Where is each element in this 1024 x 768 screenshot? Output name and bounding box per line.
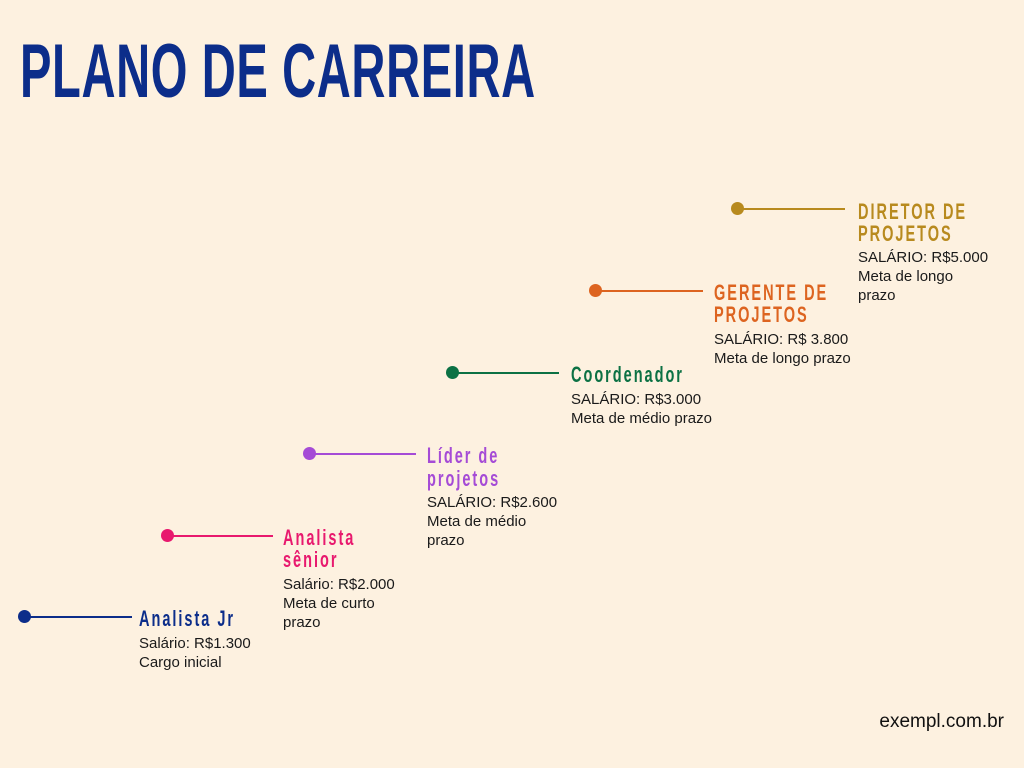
role-salary: Salário: R$1.300: [139, 635, 251, 652]
role-title: Analista Jr: [139, 606, 236, 631]
role-description: Meta de curto: [283, 595, 375, 612]
role-description: Meta de médio prazo: [571, 410, 712, 427]
role-title: GERENTE DE: [714, 280, 829, 305]
role-title: Coordenador: [571, 362, 684, 387]
role-title-line2: sênior: [283, 547, 339, 572]
step-connector-line: [737, 208, 845, 210]
role-description: Cargo inicial: [139, 654, 222, 671]
role-salary: SALÁRIO: R$2.600: [427, 494, 558, 511]
role-description: Meta de médio: [427, 513, 527, 530]
role-description-line2: prazo: [283, 614, 321, 631]
role-title-line2: PROJETOS: [714, 302, 809, 327]
page-title: PLANO DE CARREIRA: [20, 29, 536, 114]
step-connector-line: [595, 290, 703, 292]
step-connector-line: [309, 453, 416, 455]
role-salary: SALÁRIO: R$ 3.800: [714, 331, 849, 348]
role-title-line2: projetos: [427, 466, 501, 491]
step-connector-line: [452, 372, 559, 374]
step-connector-line: [167, 535, 273, 537]
role-salary: SALÁRIO: R$3.000: [571, 391, 702, 408]
role-title: DIRETOR DE: [858, 199, 968, 224]
role-salary: SALÁRIO: R$5.000: [858, 249, 989, 266]
role-description: Meta de longo prazo: [714, 350, 851, 367]
role-description-line2: prazo: [427, 532, 465, 549]
role-description-line2: prazo: [858, 287, 896, 304]
role-description: Meta de longo: [858, 268, 954, 285]
role-title: Analista: [283, 525, 356, 550]
role-title: Líder de: [427, 443, 500, 468]
role-salary: Salário: R$2.000: [283, 576, 395, 593]
website-url: exempl.com.br: [879, 711, 1004, 732]
step-connector-line: [24, 616, 132, 618]
role-title-line2: PROJETOS: [858, 221, 953, 246]
